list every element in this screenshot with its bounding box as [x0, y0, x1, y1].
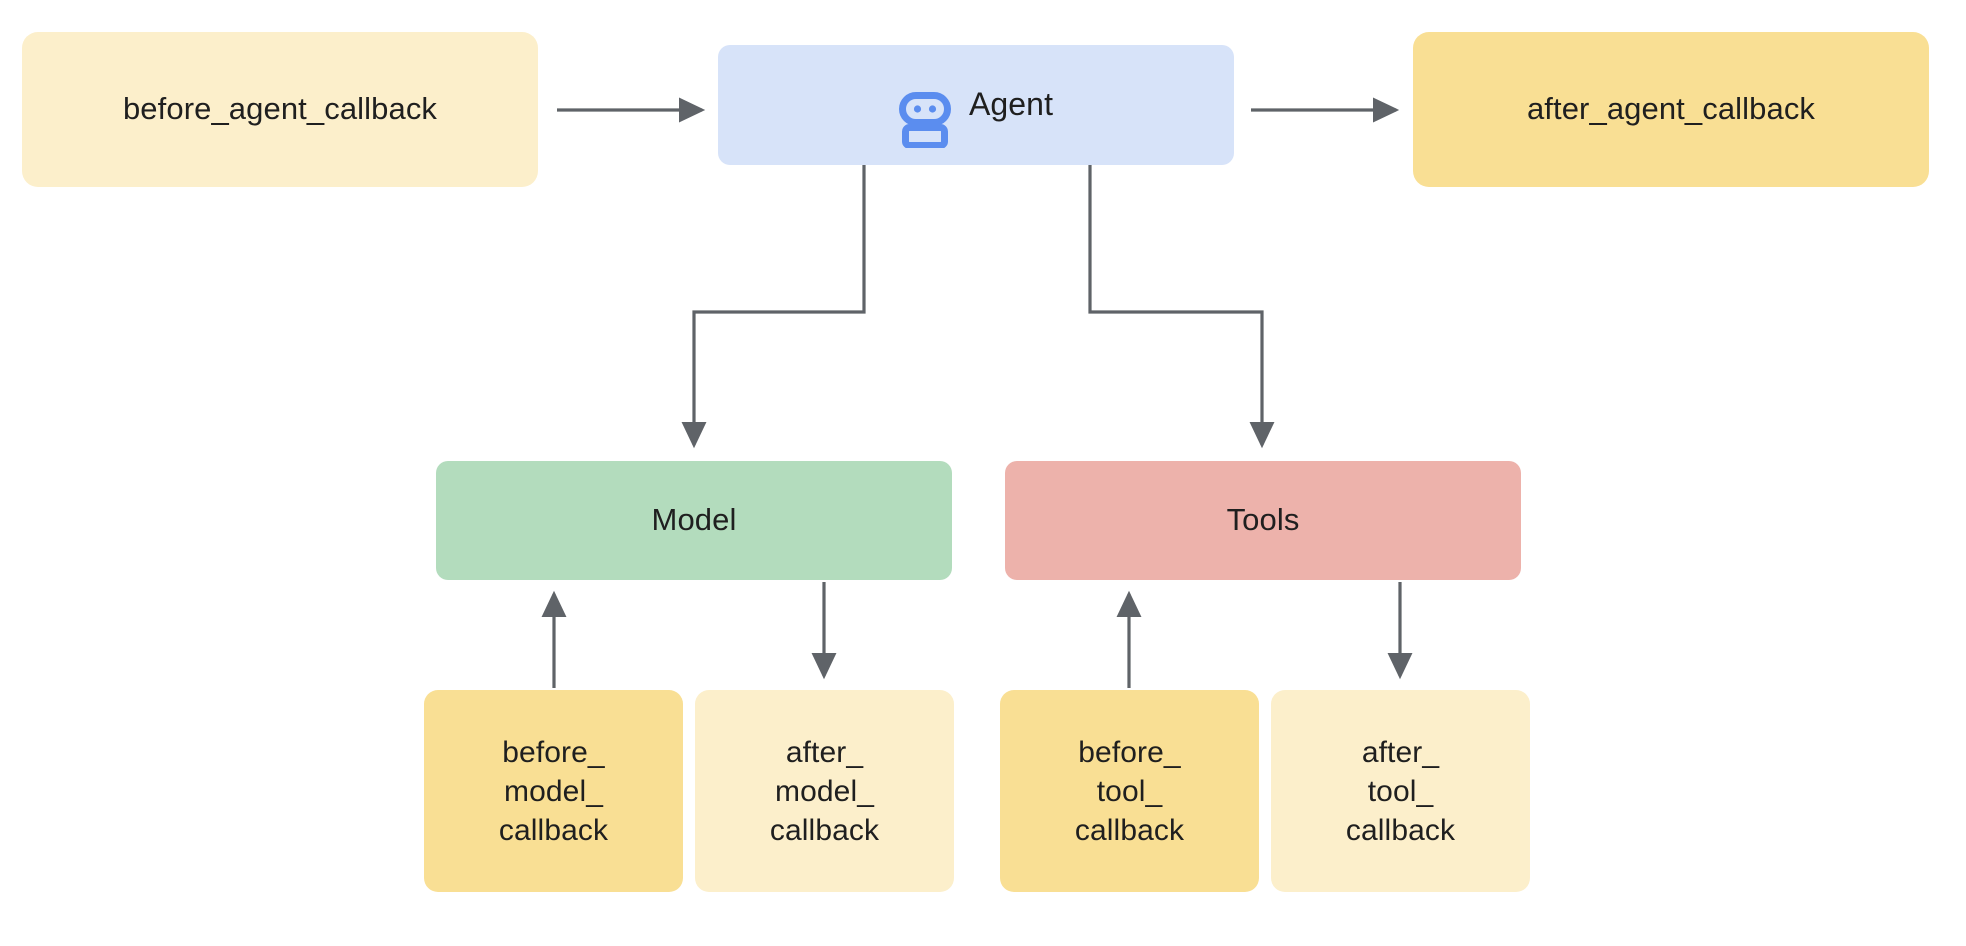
- node-model[interactable]: Model: [436, 461, 952, 580]
- edge-agent-to-model: [681, 165, 866, 449]
- robot-icon: [898, 52, 951, 159]
- node-tools[interactable]: Tools: [1005, 461, 1521, 580]
- edge-agent-to-tools: [1088, 165, 1275, 449]
- node-after-tool-callback[interactable]: after_ tool_ callback: [1271, 690, 1530, 892]
- node-before-model-callback[interactable]: before_ model_ callback: [424, 690, 683, 892]
- node-before-agent-callback-label: before_agent_callback: [122, 91, 438, 127]
- node-before-agent-callback[interactable]: before_agent_callback: [22, 32, 538, 187]
- node-tools-label: Tools: [1226, 502, 1300, 538]
- node-before-tool-callback-label: before_ tool_ callback: [1074, 735, 1185, 847]
- node-before-model-callback-label: before_ model_ callback: [498, 735, 609, 847]
- node-before-tool-callback[interactable]: before_ tool_ callback: [1000, 690, 1259, 892]
- node-after-model-callback[interactable]: after_ model_ callback: [695, 690, 954, 892]
- node-after-agent-callback[interactable]: after_agent_callback: [1413, 32, 1929, 187]
- node-agent-label: Agent: [968, 86, 1054, 123]
- node-agent[interactable]: Agent: [718, 45, 1234, 165]
- node-after-agent-callback-label: after_agent_callback: [1526, 91, 1816, 127]
- node-after-tool-callback-label: after_ tool_ callback: [1345, 735, 1456, 847]
- node-model-label: Model: [651, 502, 737, 538]
- node-after-model-callback-label: after_ model_ callback: [769, 735, 880, 847]
